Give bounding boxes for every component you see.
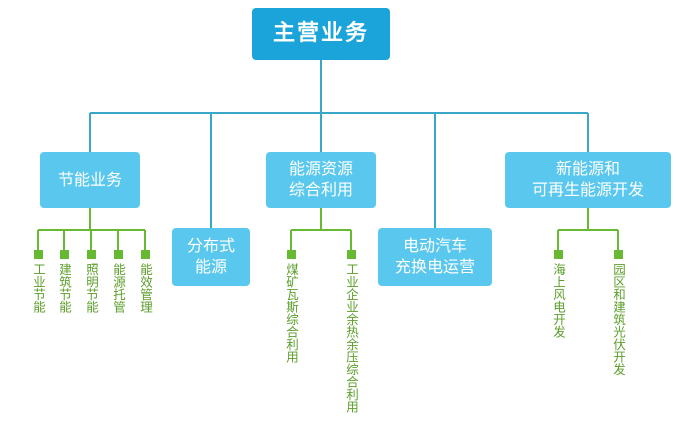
leaf-waste-heat: 工业企业余热余压综合利用	[344, 263, 359, 413]
root-label: 主营业务	[272, 20, 369, 46]
leaf-marker	[287, 250, 296, 259]
leaf-marker	[34, 250, 43, 259]
category-distributed-energy: 分布式 能源	[172, 228, 250, 286]
leaf-building-saving: 建筑节能	[57, 263, 72, 313]
category-label: 分布式 能源	[186, 236, 235, 276]
category-ev-charging: 电动汽车 充换电运营	[378, 228, 492, 286]
category-renewable-energy: 新能源和 可再生能源开发	[505, 152, 671, 208]
category-label: 能源资源 综合利用	[288, 159, 353, 199]
leaf-marker	[141, 250, 150, 259]
category-label: 电动汽车 充换电运营	[394, 236, 475, 276]
leaf-industrial-saving: 工业节能	[31, 263, 46, 313]
root-node: 主营业务	[252, 8, 390, 60]
leaf-marker	[60, 250, 69, 259]
leaf-coal-mine-gas: 煤矿瓦斯综合利用	[284, 263, 299, 363]
leaf-marker	[114, 250, 123, 259]
category-label: 节能业务	[57, 169, 122, 189]
leaf-marker	[347, 250, 356, 259]
category-label: 新能源和 可再生能源开发	[531, 159, 644, 199]
leaf-energy-hosting: 能源托管	[111, 263, 126, 313]
leaf-offshore-wind: 海上风电开发	[551, 263, 566, 338]
leaf-marker	[87, 250, 96, 259]
category-energy-saving: 节能业务	[40, 152, 140, 208]
leaf-marker	[614, 250, 623, 259]
leaf-lighting-saving: 照明节能	[84, 263, 99, 313]
category-resource-utilization: 能源资源 综合利用	[266, 152, 376, 208]
leaf-park-pv: 园区和建筑光伏开发	[611, 263, 626, 376]
leaf-efficiency-management: 能效管理	[138, 263, 153, 313]
leaf-marker	[554, 250, 563, 259]
